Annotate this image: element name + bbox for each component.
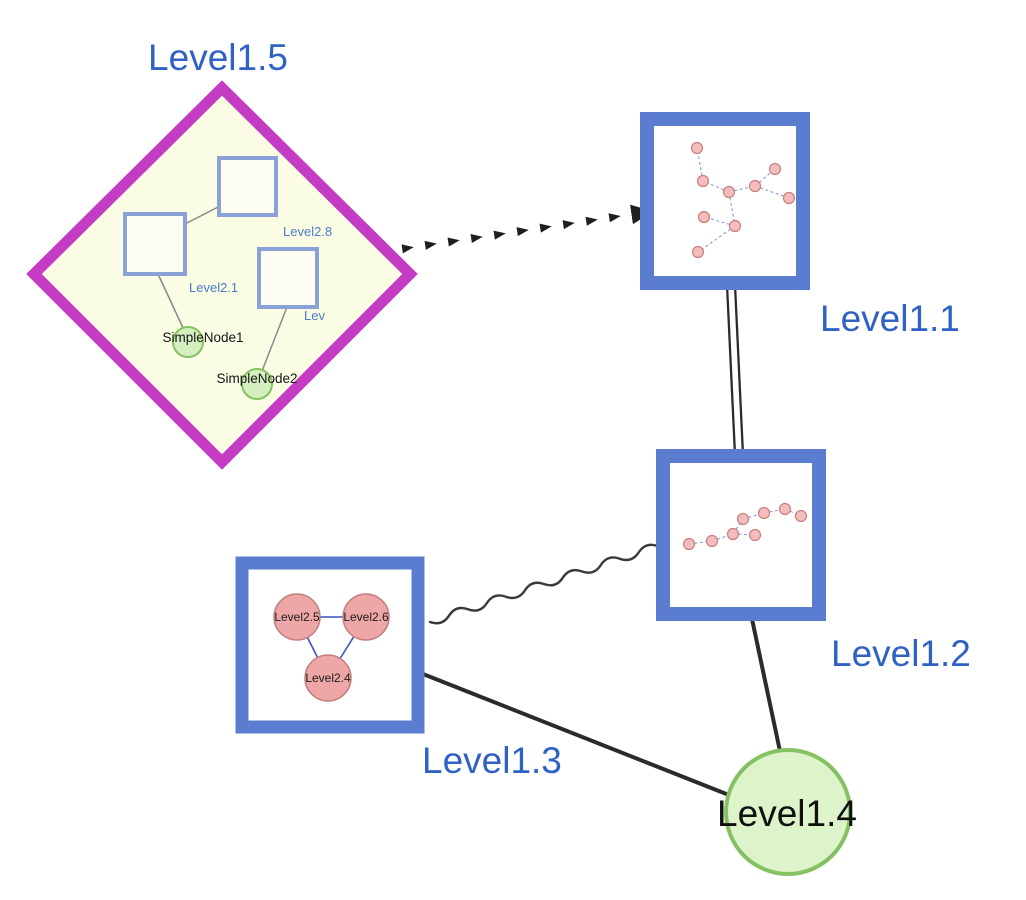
level11-label: Level1.1 <box>820 298 960 339</box>
graph-node[interactable] <box>748 528 762 542</box>
level14-label: Level1.4 <box>717 793 857 834</box>
level13-square-shape[interactable] <box>235 556 425 734</box>
inner-edge[interactable] <box>184 205 221 225</box>
level14-circle-shape[interactable] <box>724 748 852 876</box>
inner-edge[interactable] <box>157 273 185 331</box>
edge-level13-level14[interactable] <box>422 672 735 799</box>
lev-label: Lev <box>304 308 325 323</box>
level26-label: Level2.6 <box>343 610 389 624</box>
graph-node[interactable] <box>768 162 782 176</box>
group-node-level13: Level2.5 Level2.6 Level2.4 <box>235 556 425 734</box>
graph-node[interactable] <box>757 506 771 520</box>
edges-layer <box>401 204 783 799</box>
level15-child-square-level21[interactable] <box>123 212 187 276</box>
edge-level13-level12[interactable] <box>428 543 659 625</box>
edge-level11-level12[interactable] <box>725 284 745 456</box>
level24-label: Level2.4 <box>305 671 351 685</box>
graph-node[interactable] <box>705 534 719 548</box>
graph-node[interactable] <box>691 245 705 259</box>
level21-label: Level2.1 <box>189 280 238 295</box>
graph-node[interactable] <box>782 191 796 205</box>
graph-node[interactable] <box>696 174 710 188</box>
level15-child-square-level28[interactable] <box>217 156 278 217</box>
graph-node[interactable] <box>736 512 750 526</box>
group-node-level12 <box>656 449 826 621</box>
double-line-left <box>725 284 737 456</box>
level11-square-shape[interactable] <box>640 112 810 290</box>
simplenode2-label: SimpleNode2 <box>216 371 297 386</box>
edge-level12-level14[interactable] <box>750 618 783 757</box>
level25-label: Level2.5 <box>274 610 320 624</box>
level12-square-shape[interactable] <box>656 449 826 621</box>
edge-level15-level11[interactable] <box>401 204 654 254</box>
level24-node[interactable] <box>304 654 352 702</box>
graph-node[interactable] <box>682 537 696 551</box>
inner-edge[interactable] <box>754 168 776 187</box>
graph-node[interactable] <box>697 210 711 224</box>
inner-edge[interactable] <box>697 225 736 253</box>
simplenode1-label: SimpleNode1 <box>162 330 243 345</box>
graph-node[interactable] <box>722 185 736 199</box>
level26-node[interactable] <box>342 593 390 641</box>
graph-node[interactable] <box>794 509 808 523</box>
graph-node[interactable] <box>726 527 740 541</box>
level15-label: Level1.5 <box>148 37 288 78</box>
simplenode1-node[interactable] <box>172 326 204 358</box>
graph-node[interactable] <box>748 179 762 193</box>
simplenode2-node[interactable] <box>241 368 273 400</box>
group-node-level15: Level2.8 Level2.1 Lev SimpleNode1 Simple… <box>26 80 418 470</box>
level25-node[interactable] <box>273 593 321 641</box>
graph-node[interactable] <box>690 141 704 155</box>
graph-node[interactable] <box>778 502 792 516</box>
level28-label: Level2.8 <box>283 224 332 239</box>
level15-diamond-shape[interactable] <box>26 80 418 470</box>
node-level14: Level1.4 <box>717 748 857 876</box>
level12-label: Level1.2 <box>831 633 971 674</box>
level15-child-square-lev[interactable] <box>257 247 319 309</box>
double-line-right <box>733 284 745 456</box>
inner-edge[interactable] <box>261 306 288 372</box>
group-node-level11 <box>640 112 810 290</box>
graph-node[interactable] <box>728 219 742 233</box>
level13-label: Level1.3 <box>422 740 562 781</box>
